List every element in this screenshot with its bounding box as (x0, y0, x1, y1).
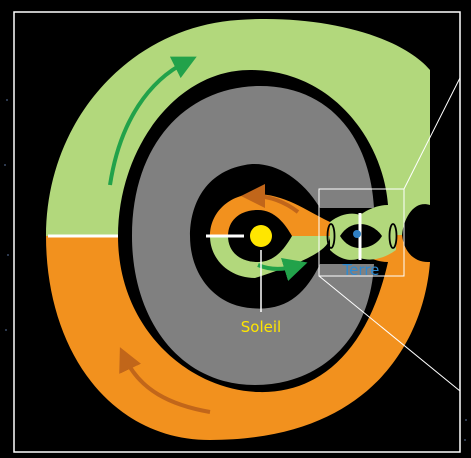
arrow-green-outer (108, 56, 197, 186)
frame (13, 11, 461, 453)
zoom-line-bottom (318, 275, 460, 392)
outer-region-orange (46, 235, 430, 440)
outer-region-green (46, 18, 430, 236)
sun-icon (250, 225, 272, 247)
sun-label: Soleil (241, 318, 281, 336)
zoom-box (318, 188, 405, 277)
earth-icon (353, 230, 361, 238)
forbidden-zone (132, 86, 374, 385)
gate-right-marker (388, 223, 398, 249)
gate-left-marker (326, 223, 336, 249)
earth-label: Terre (342, 261, 380, 279)
background-stars (4, 99, 467, 441)
arrow-orange-inner (241, 184, 300, 214)
arrow-orange-outer (119, 347, 211, 414)
